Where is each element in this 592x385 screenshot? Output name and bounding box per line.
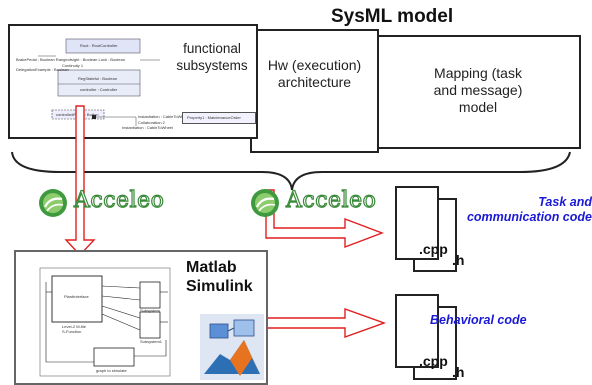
sysml-model-title: SysML model xyxy=(331,6,454,27)
task-communication-code-label: Task and communication code xyxy=(466,195,592,224)
cpp-file-front xyxy=(395,186,439,260)
acceleo-logo-left: Acceleo xyxy=(38,187,198,219)
simulink-main-caption: Level-2 M-file S-Function xyxy=(62,324,87,334)
cpp-file-label: .cpp xyxy=(419,353,448,369)
hw-architecture-label: Hw (execution) architecture xyxy=(267,57,362,90)
cpp-file-front xyxy=(395,294,439,368)
acceleo-logo-right: Acceleo xyxy=(250,187,410,219)
simulink-subsystem1-label: Subsystem1 xyxy=(140,339,163,344)
hw-architecture-panel: Hw (execution) architecture xyxy=(250,29,379,153)
mapping-model-label: Mapping (task and message) model xyxy=(433,65,523,115)
simulink-title: Matlab Simulink xyxy=(186,259,253,295)
uml-root-label: Root : RootController xyxy=(80,43,118,48)
task-code-files: .cpp .h xyxy=(395,186,464,272)
cpp-file-label: .cpp xyxy=(419,241,448,257)
functional-subsystems-panel: functional subsystems Root : RootControl… xyxy=(8,24,258,139)
simulink-bottom-label: graph to simulate xyxy=(96,368,127,373)
acceleo-left-text: Acceleo xyxy=(73,187,165,213)
acceleo-swirl-icon xyxy=(251,189,279,217)
simulink-block-diagram xyxy=(39,267,171,377)
uml-property-label: Property1 : MaintenanceOrder xyxy=(187,115,241,120)
simulink-panel: Matlab Simulink PlantInterface Level-2 M… xyxy=(14,250,268,385)
matlab-logo-icon xyxy=(200,314,264,380)
acceleo-right-text: Acceleo xyxy=(285,187,377,213)
acceleo-swirl-icon xyxy=(39,189,67,217)
uml-inst2-label: Instantiation : CableToWheel xyxy=(122,125,173,130)
behavioral-code-label: Behavioral code xyxy=(430,313,527,327)
uml-inst1-label: Instantiation : CableToWheel xyxy=(138,114,189,119)
uml-ref-label: Continuity 1 xyxy=(62,63,84,68)
h-file-label: .h xyxy=(452,252,465,268)
arrow-to-simulink xyxy=(64,105,96,257)
sysml-brace xyxy=(11,151,571,191)
uml-inputs1-label: BrakePedal : Boolean Rangeofsight : Bool… xyxy=(16,57,125,62)
uml-stateful-label: RegStateful : Boolean xyxy=(78,76,117,81)
uml-property-box: Property1 : MaintenanceOrder xyxy=(182,112,256,124)
simulink-main-block: PlantInterface xyxy=(64,294,89,299)
arrow-to-behavioral-code xyxy=(265,308,387,338)
simulink-subsystem-label: Subsystem xyxy=(140,308,160,313)
functional-subsystems-label: functional subsystems xyxy=(176,41,248,73)
h-file-label: .h xyxy=(452,364,465,380)
behavioral-code-files: .cpp .h xyxy=(395,294,464,382)
mapping-model-panel: Mapping (task and message) model xyxy=(375,35,581,149)
uml-inst3-label: Collaboration 2 xyxy=(138,120,165,125)
uml-inputs2-label: DelegationExample : Boolean xyxy=(16,67,69,72)
uml-regulator-label: controller : Controller xyxy=(80,87,118,92)
